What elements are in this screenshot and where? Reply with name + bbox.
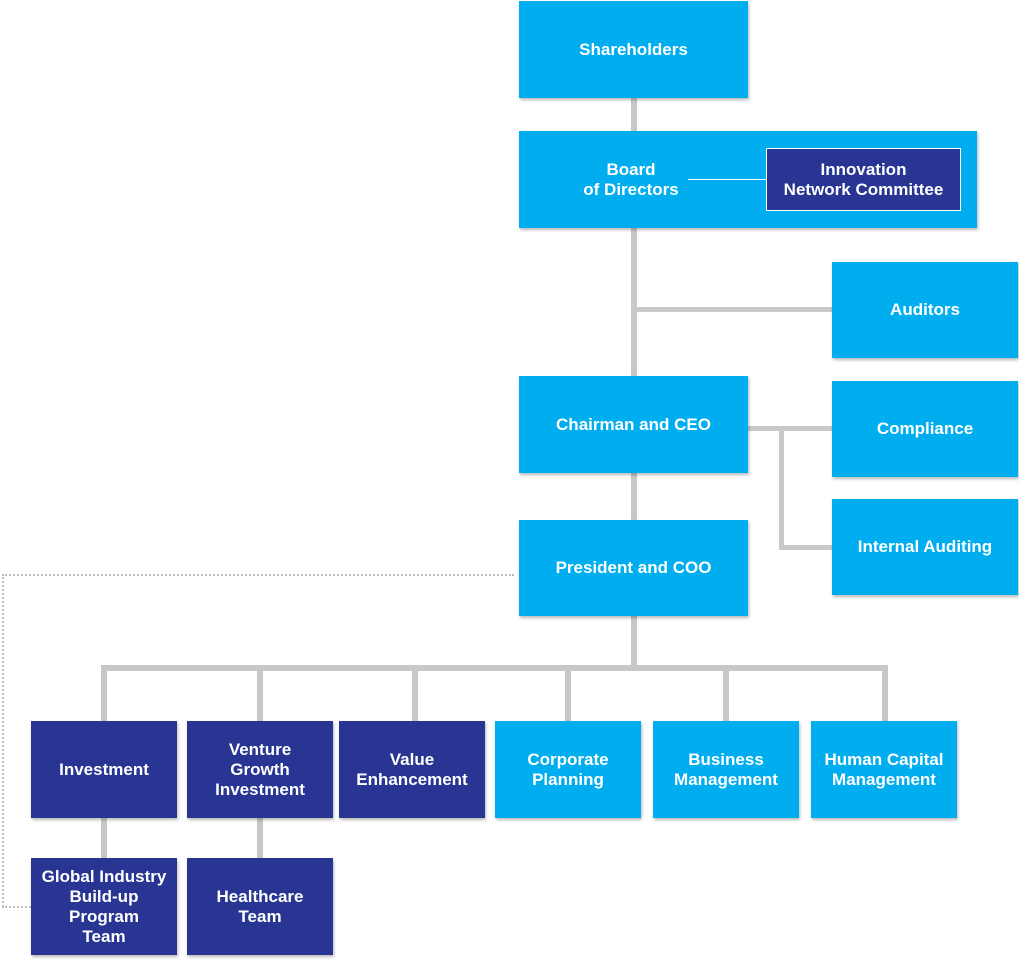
division-venture-growth-investment-box: Venture Growth Investment (187, 721, 333, 818)
board-of-directors-label: Board of Directors (583, 160, 679, 199)
connector-board-chairman (631, 228, 637, 376)
shareholders-box: Shareholders (519, 1, 748, 98)
division-investment-box: Investment (31, 721, 177, 818)
connector-venture-team (257, 818, 263, 858)
compliance-box: Compliance (832, 381, 1018, 477)
connector-shareholders-board (631, 98, 637, 131)
connector-president-down (631, 616, 637, 668)
connector-division-1 (101, 671, 107, 721)
connector-division-4 (565, 671, 571, 721)
division-value-enhancement-box: Value Enhancement (339, 721, 485, 818)
innovation-network-committee-box: Innovation Network Committee (766, 148, 961, 211)
auditors-box: Auditors (832, 262, 1018, 358)
connector-auditors (637, 307, 832, 312)
connector-division-5 (723, 671, 729, 721)
division-corporate-planning-box: Corporate Planning (495, 721, 641, 818)
connector-divisions-horizontal (101, 665, 888, 671)
chairman-ceo-box: Chairman and CEO (519, 376, 748, 473)
division-business-management-box: Business Management (653, 721, 799, 818)
board-to-committee-link (688, 179, 766, 180)
team-healthcare-box: Healthcare Team (187, 858, 333, 955)
connector-chairman-president (631, 473, 637, 520)
connector-division-3 (412, 671, 418, 721)
connector-division-2 (257, 671, 263, 721)
connector-chairman-compliance (748, 426, 832, 431)
division-human-capital-management-box: Human Capital Management (811, 721, 957, 818)
connector-internal-auditing (784, 545, 832, 550)
dotted-link-vertical (2, 574, 4, 907)
team-global-industry-buildup-box: Global Industry Build-up Program Team (31, 858, 177, 955)
connector-compliance-vertical (779, 431, 784, 550)
dotted-link-top (2, 574, 514, 576)
internal-auditing-box: Internal Auditing (832, 499, 1018, 595)
president-coo-box: President and COO (519, 520, 748, 616)
connector-investment-team (101, 818, 107, 858)
connector-division-6 (882, 671, 888, 721)
dotted-link-bottom (2, 906, 31, 908)
